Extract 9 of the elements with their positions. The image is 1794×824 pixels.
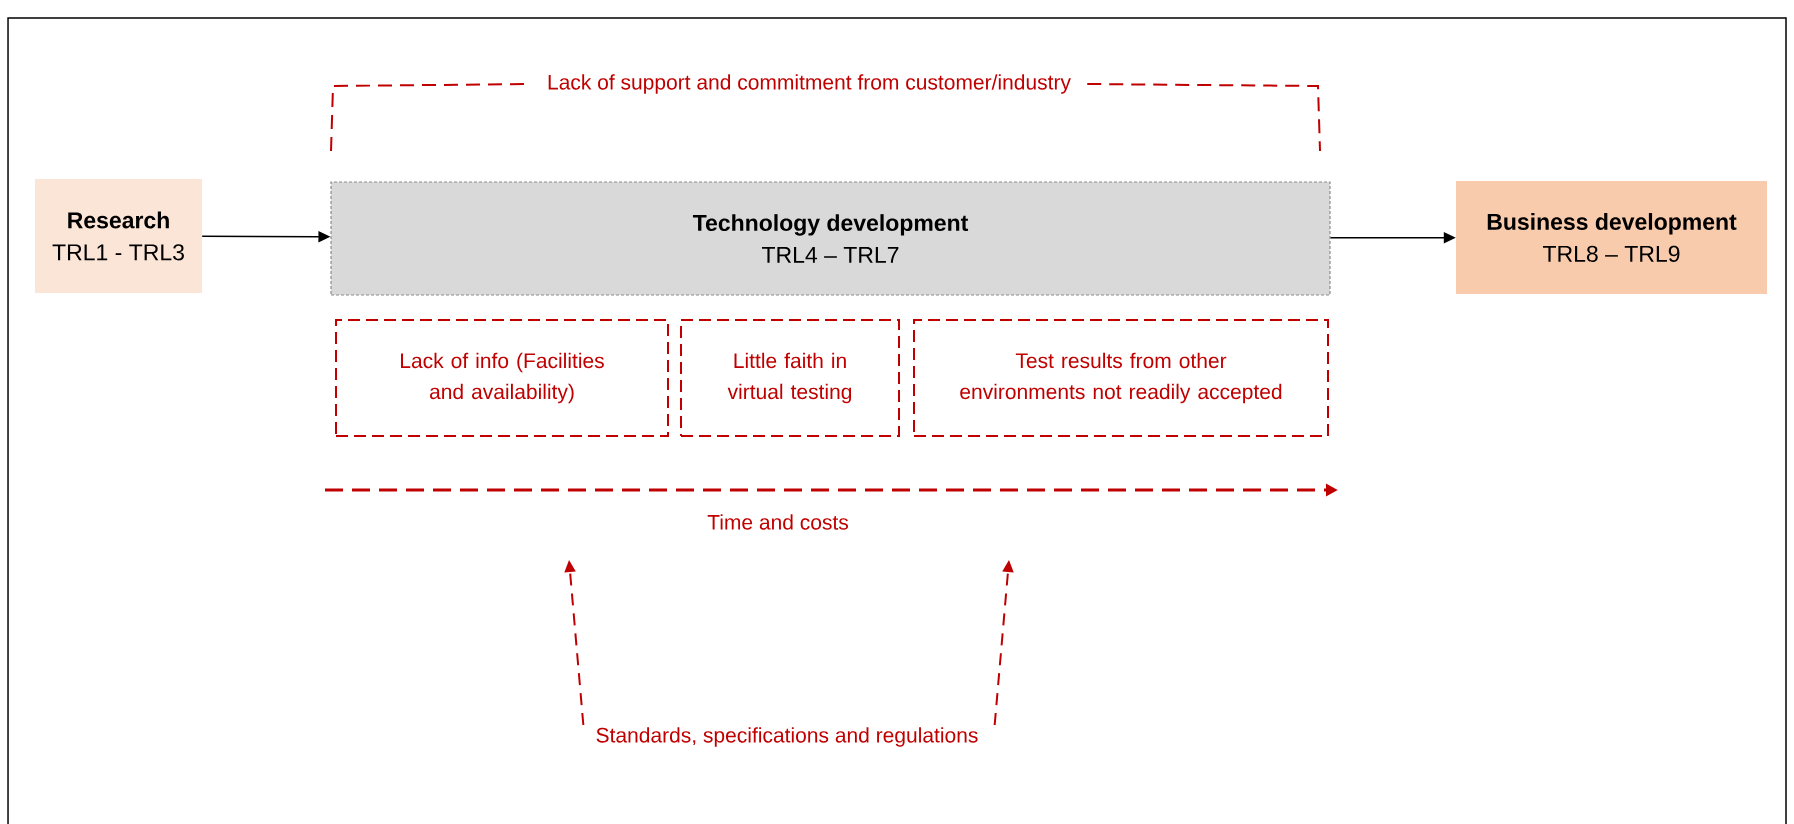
barrier-box: Lack of info (Facilities and availability) [335,319,669,437]
bracket-label: Lack of support and commitment from customer/industry [548,74,1071,94]
arrow-label: Time and costs [707,514,849,530]
stage-box: Research TRL1 - TRL3 [35,179,202,293]
stage-box: Business development TRL8 – TRL9 [1456,181,1767,294]
phase-box: Technology development TRL4 – TRL7 [330,181,1331,296]
note-text: Standards, specifications and regulations [596,727,978,747]
barrier-box: Test results from other environments not readily accepted [913,319,1329,437]
barrier-box: Little faith in virtual testing [680,319,900,437]
